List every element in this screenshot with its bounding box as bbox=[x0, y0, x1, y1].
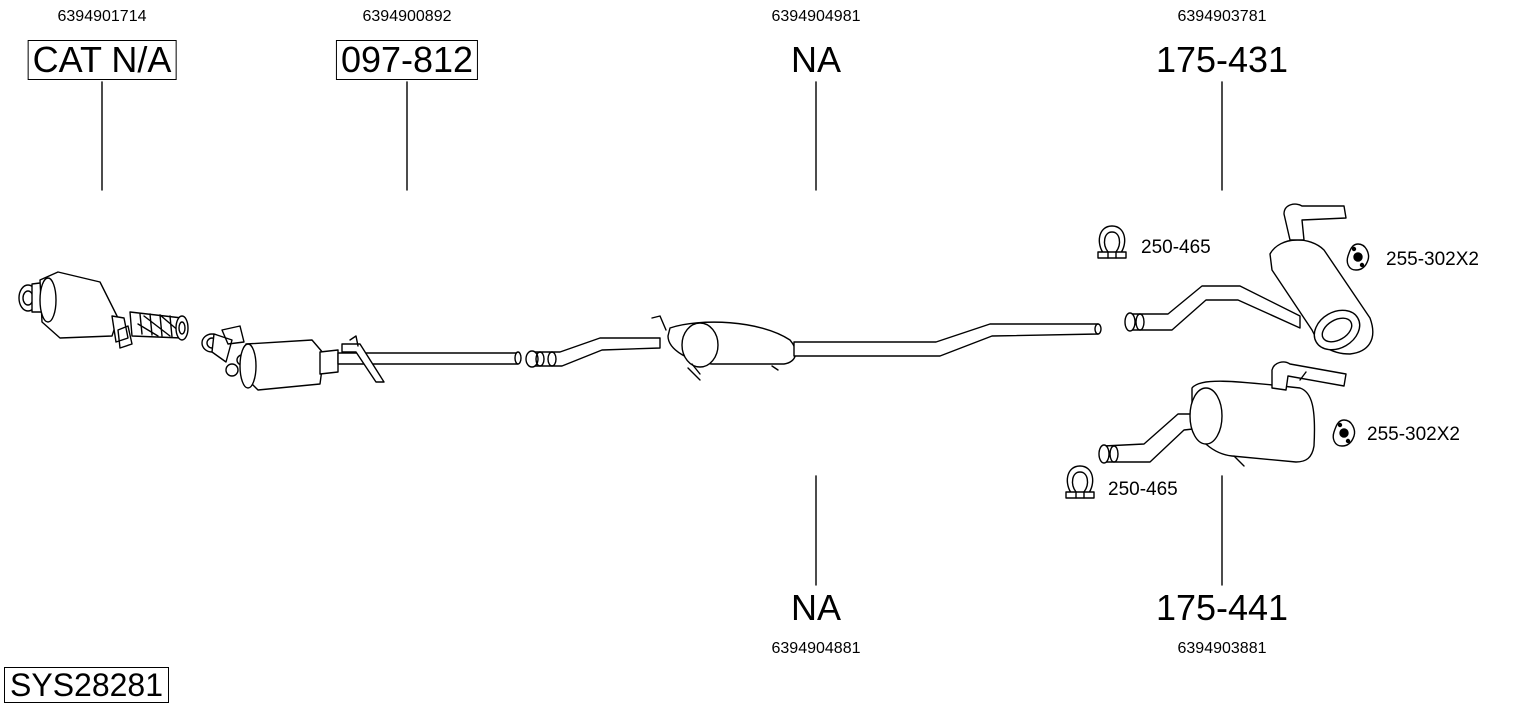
part-number-rear-muffler-left[interactable]: 175-441 bbox=[1155, 587, 1289, 628]
part-number-front-pipe[interactable]: NA bbox=[790, 39, 842, 80]
part-number-dpf[interactable]: 097-812 bbox=[335, 40, 479, 80]
rear-muffler-left bbox=[1098, 361, 1347, 467]
rear-muffler-right bbox=[1124, 203, 1374, 355]
gasket-icon bbox=[1332, 419, 1356, 447]
catalytic-converter bbox=[18, 271, 189, 349]
part-number-cat[interactable]: CAT N/A bbox=[27, 40, 177, 80]
front-pipe-with-middle-silencer bbox=[525, 315, 1102, 381]
clamp-icon bbox=[1065, 465, 1095, 499]
system-id-label: SYS28281 bbox=[4, 667, 170, 703]
ref-number-rear-muffler-left: 6394903881 bbox=[1177, 640, 1267, 657]
ref-number-dpf: 6394900892 bbox=[362, 8, 452, 25]
accessory-label-gasket-top[interactable]: 255-302X2 bbox=[1386, 249, 1479, 270]
accessory-label-gasket-bottom[interactable]: 255-302X2 bbox=[1367, 424, 1460, 445]
accessory-label-clamp-top[interactable]: 250-465 bbox=[1141, 237, 1211, 258]
accessory-label-clamp-bottom[interactable]: 250-465 bbox=[1108, 479, 1178, 500]
part-number-rear-muffler-right[interactable]: 175-431 bbox=[1155, 39, 1289, 80]
ref-number-front-pipe: 6394904981 bbox=[771, 8, 861, 25]
gasket-icon bbox=[1346, 243, 1370, 271]
ref-number-cat: 6394901714 bbox=[57, 8, 147, 25]
leader-lines bbox=[101, 81, 1223, 586]
clamp-icon bbox=[1097, 225, 1127, 259]
part-number-middle[interactable]: NA bbox=[790, 587, 842, 628]
ref-number-rear-muffler-right: 6394903781 bbox=[1177, 8, 1267, 25]
diesel-particulate-filter bbox=[201, 325, 522, 391]
ref-number-middle: 6394904881 bbox=[771, 640, 861, 657]
